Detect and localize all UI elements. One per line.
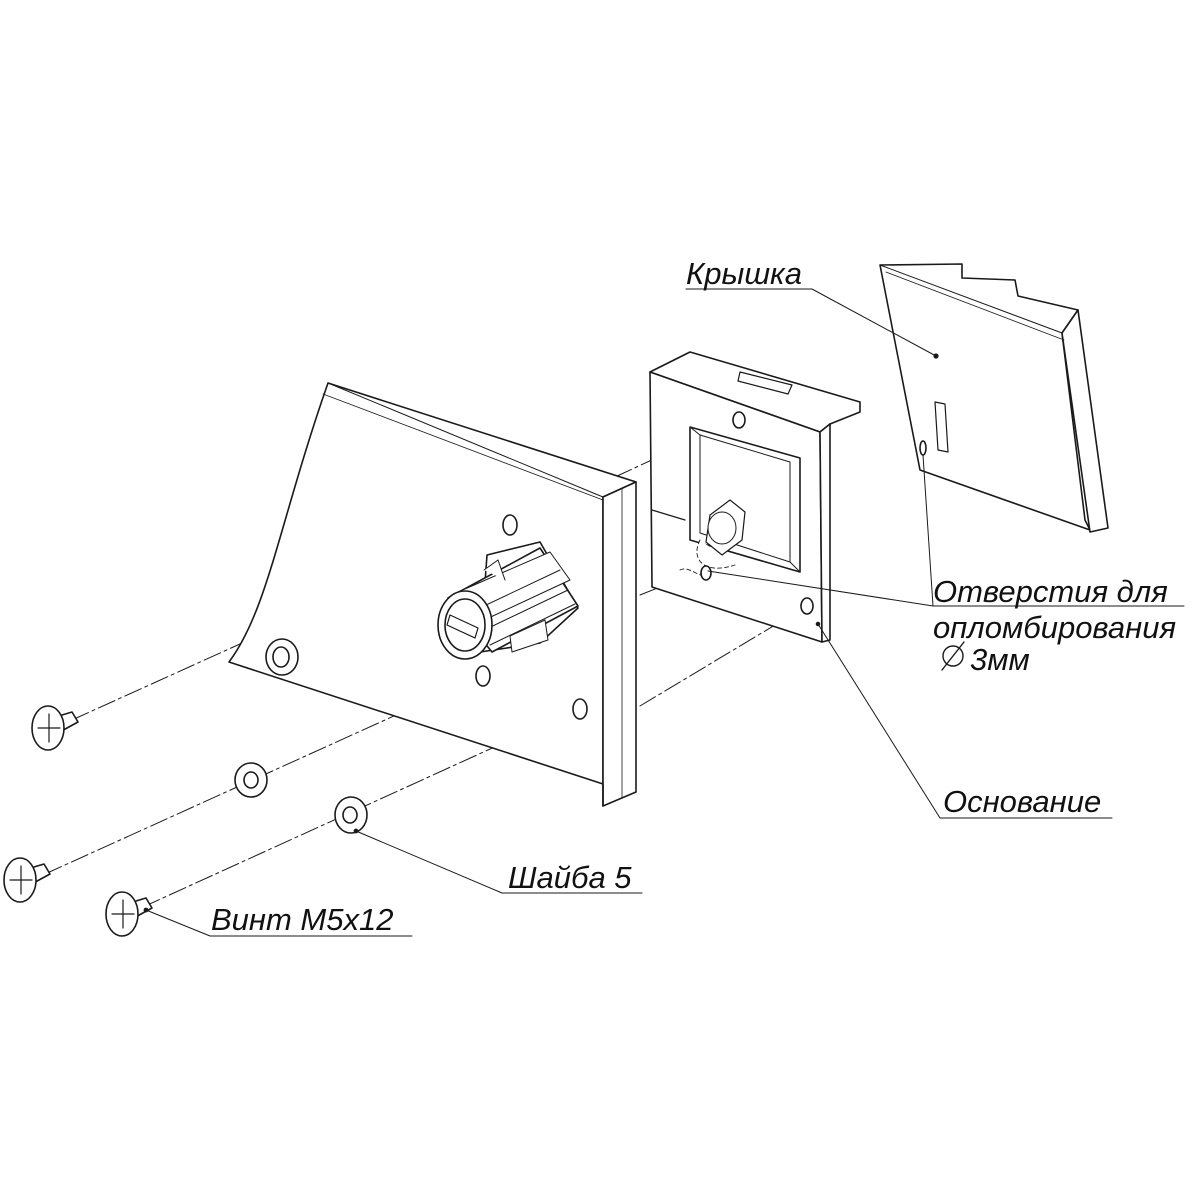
label-seal-holes-line1: Отверстия для [933, 574, 1168, 609]
label-screw: Винт М5х12 [211, 902, 394, 937]
leader-seal-cover [922, 454, 934, 607]
panel-hole-top-icon [502, 514, 518, 536]
label-washer: Шайба 5 [508, 860, 632, 895]
lock-cylinder [437, 541, 579, 660]
panel-washer [265, 638, 299, 676]
leader-washer [355, 830, 643, 894]
label-base: Основание [943, 784, 1102, 819]
leader-cover [685, 288, 937, 357]
screw-bottom [105, 891, 153, 937]
washer-bottom [334, 796, 368, 834]
washer-middle [234, 762, 268, 798]
screw-middle [3, 857, 51, 903]
base-frame [649, 351, 861, 643]
screw-top [31, 705, 79, 751]
base-hole-top-icon [732, 411, 746, 429]
panel-hole-bottom-icon [572, 698, 588, 720]
leader-lines [145, 288, 1185, 937]
cover-seal-hole-icon [919, 440, 927, 456]
panel-hole-mid-icon [475, 665, 491, 687]
mounting-panel [228, 382, 637, 807]
label-seal-holes-diameter: 3мм [970, 642, 1030, 677]
seal-hole-icon [700, 565, 712, 581]
base-hole-bottom-icon [800, 597, 814, 615]
diameter-icon [941, 641, 965, 671]
label-seal-holes-line2: опломбирования [933, 610, 1177, 645]
leader-screw [145, 909, 413, 937]
leader-base [817, 623, 1113, 819]
cover-plate [879, 263, 1109, 533]
label-cover: Крышка [686, 256, 802, 291]
